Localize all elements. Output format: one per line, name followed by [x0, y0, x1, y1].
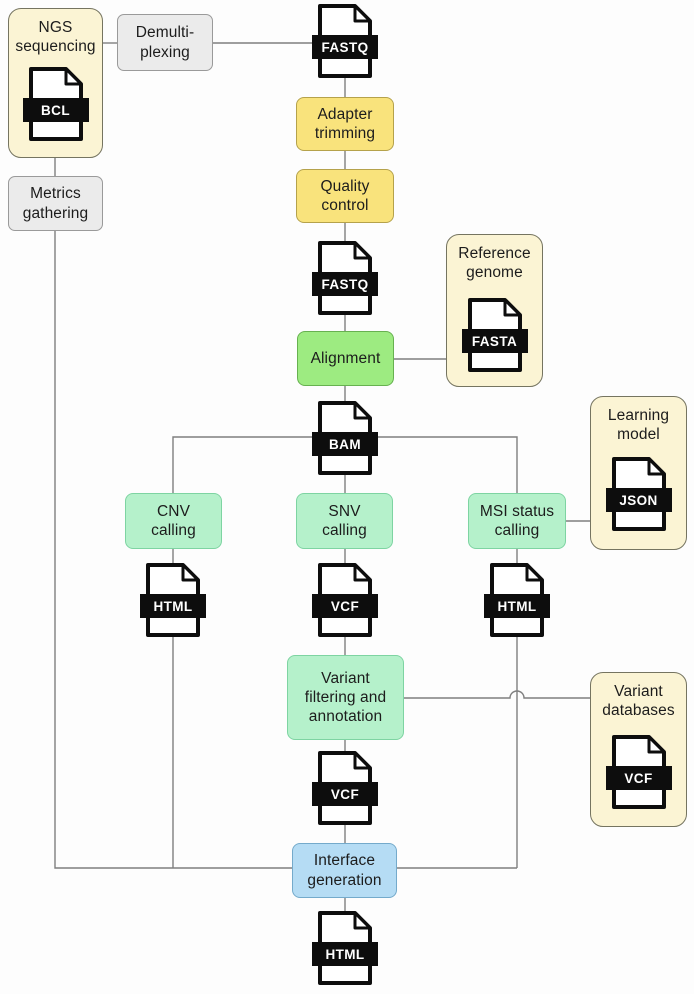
cnv-html-file-icon: HTML: [140, 563, 206, 637]
node-cnv-calling: CNV calling: [125, 493, 222, 549]
node-ngs-sequencing: NGS sequencing BCL: [8, 8, 103, 158]
file-type-label: FASTA: [461, 329, 528, 353]
node-label: Alignment: [310, 349, 381, 367]
node-metrics-gathering: Metrics gathering: [8, 176, 103, 231]
node-quality-control: Quality control: [296, 169, 394, 223]
json-file-icon: JSON: [605, 457, 672, 531]
node-label: Variant databases: [602, 683, 675, 720]
file-type-label: HTML: [140, 594, 206, 618]
file-type-label: BAM: [312, 432, 378, 456]
node-demultiplexing: Demulti- plexing: [117, 14, 213, 71]
node-reference-genome: Reference genome FASTA: [446, 234, 543, 387]
node-label: SNV calling: [322, 502, 367, 539]
node-label: Metrics gathering: [22, 185, 89, 222]
node-label: Variant filtering and annotation: [304, 669, 387, 726]
db-vcf-file-icon: VCF: [605, 735, 672, 809]
report-html-file-icon: HTML: [312, 911, 378, 985]
fasta-file-icon: FASTA: [461, 298, 528, 372]
file-type-label: VCF: [312, 782, 378, 806]
node-label: CNV calling: [151, 502, 196, 539]
file-type-label: VCF: [312, 594, 378, 618]
node-learning-model: Learning model JSON: [590, 396, 687, 550]
node-label: Interface generation: [307, 852, 382, 889]
file-type-label: FASTQ: [312, 35, 378, 59]
msi-html-file-icon: HTML: [484, 563, 550, 637]
node-msi-status-calling: MSI status calling: [468, 493, 566, 549]
snv-vcf-file-icon: VCF: [312, 563, 378, 637]
node-label: Learning model: [607, 407, 670, 444]
node-adapter-trimming: Adapter trimming: [296, 97, 394, 151]
bam-file-icon: BAM: [312, 401, 378, 475]
file-type-label: HTML: [484, 594, 550, 618]
file-type-label: JSON: [605, 488, 672, 512]
fastq-raw-file-icon: FASTQ: [312, 4, 378, 78]
node-interface-generation: Interface generation: [292, 843, 397, 898]
bcl-file-icon: BCL: [22, 67, 89, 141]
node-label: Demulti- plexing: [135, 24, 195, 61]
node-label: MSI status calling: [479, 502, 555, 539]
node-label: Quality control: [320, 177, 370, 214]
node-label: Adapter trimming: [314, 105, 376, 142]
file-type-label: BCL: [22, 98, 89, 122]
file-type-label: VCF: [605, 766, 672, 790]
fastq-trimmed-file-icon: FASTQ: [312, 241, 378, 315]
node-alignment: Alignment: [297, 331, 394, 386]
node-variant-filtering-annotation: Variant filtering and annotation: [287, 655, 404, 740]
node-snv-calling: SNV calling: [296, 493, 393, 549]
filtered-vcf-file-icon: VCF: [312, 751, 378, 825]
node-label: NGS sequencing: [15, 19, 96, 56]
file-type-label: HTML: [312, 942, 378, 966]
node-variant-databases: Variant databases VCF: [590, 672, 687, 827]
node-label: Reference genome: [458, 245, 531, 282]
file-type-label: FASTQ: [312, 272, 378, 296]
